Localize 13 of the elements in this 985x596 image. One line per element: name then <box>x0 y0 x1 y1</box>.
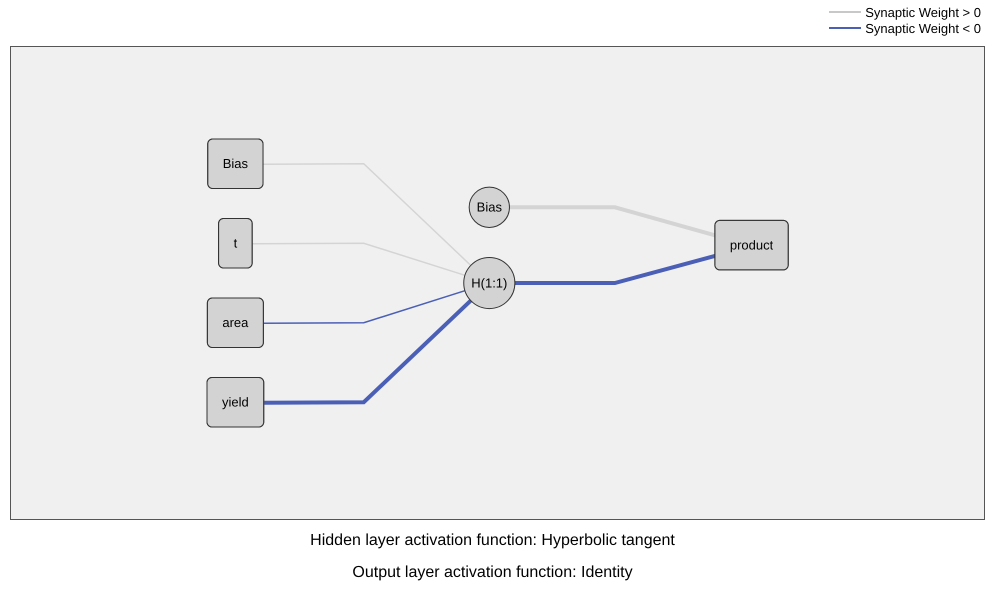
legend-text: Synaptic Weight > 0 <box>865 4 981 20</box>
node-circle <box>463 256 516 310</box>
connector <box>514 254 716 285</box>
connector <box>263 163 472 266</box>
connector <box>264 299 472 405</box>
footnote-text: Output layer activation function: Identity <box>352 564 633 581</box>
footnote-text: Hidden layer activation function: Hyperbolic tangent <box>310 532 675 549</box>
connector <box>509 205 716 238</box>
connector <box>252 242 466 276</box>
connector <box>264 290 466 324</box>
plot-background: Bias t area yield Bias H(1:1) product <box>10 46 985 520</box>
node-circle <box>468 186 510 228</box>
legend-text: Synaptic Weight < 0 <box>865 20 981 36</box>
